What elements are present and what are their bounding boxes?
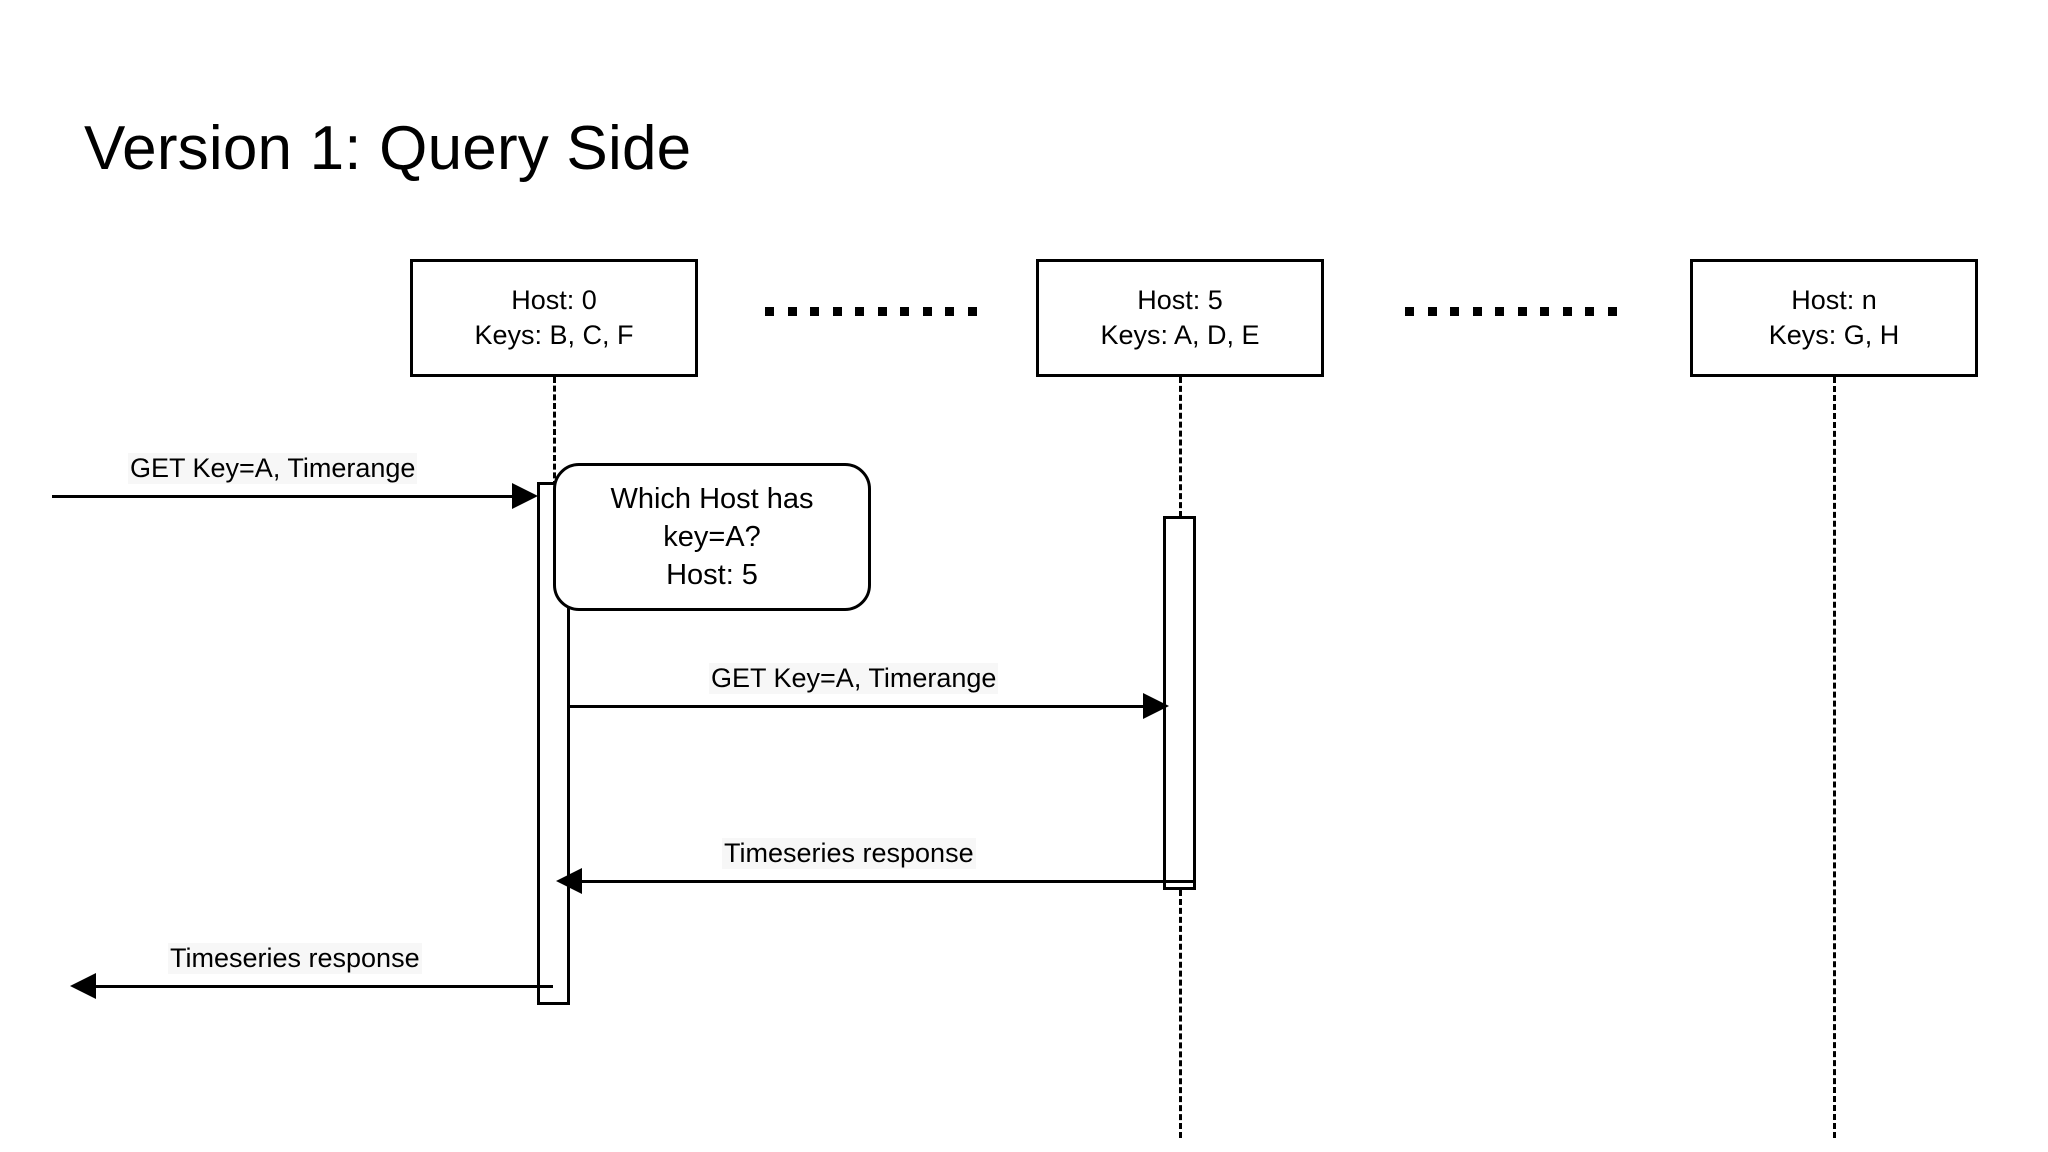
message-label-inbound-get: GET Key=A, Timerange [128,453,418,484]
ellipsis-2 [1405,306,1617,316]
ellipsis-dot [922,306,932,316]
participant-keys-host-5: Keys: A, D, E [1100,320,1260,350]
arrow-head-inner-response [556,868,582,894]
participant-box-host-5[interactable]: Host: 5 Keys: A, D, E [1036,259,1324,377]
ellipsis-dot [1562,306,1572,316]
ellipsis-dot [765,306,774,316]
participant-box-host-0[interactable]: Host: 0 Keys: B, C, F [410,259,698,377]
ellipsis-dot [900,306,910,316]
lifeline-host-5-lower [1179,890,1182,1138]
message-line-inner-response[interactable] [582,880,1196,883]
lifeline-host-n [1833,377,1836,1138]
ellipsis-dot [1427,306,1437,316]
ellipsis-dot [832,306,842,316]
ellipsis-dot [1405,306,1414,316]
ellipsis-dot [1472,306,1482,316]
message-label-outbound-response: Timeseries response [168,943,422,974]
ellipsis-dot [810,306,820,316]
ellipsis-dot [1495,306,1505,316]
participant-keys-host-0: Keys: B, C, F [474,320,634,350]
ellipsis-dot [1517,306,1527,316]
ellipsis-dot [787,306,797,316]
participant-name-host-5: Host: 5 [1137,285,1223,316]
participant-name-host-n: Host: n [1791,285,1877,316]
message-line-forward-get[interactable] [570,705,1153,708]
ellipsis-dot [945,306,955,316]
participant-box-host-n[interactable]: Host: n Keys: G, H [1690,259,1978,377]
arrow-head-inbound-get [512,483,538,509]
ellipsis-dot [855,306,865,316]
note-line-1: Which Host has [610,482,814,515]
arrow-head-outbound-response [70,973,96,999]
ellipsis-dot [1540,306,1550,316]
ellipsis-dot [877,306,887,316]
message-label-forward-get: GET Key=A, Timerange [709,663,999,694]
message-label-inner-response: Timeseries response [722,838,976,869]
participant-name-host-0: Host: 0 [511,285,597,316]
note-line-2: key=A? [663,520,761,553]
ellipsis-dot [1585,306,1595,316]
arrow-head-forward-get [1143,693,1169,719]
ellipsis-dot [1607,306,1617,316]
lifeline-host-0 [553,377,556,487]
ellipsis-1 [765,306,977,316]
page-title: Version 1: Query Side [84,114,692,183]
note-line-3: Host: 5 [666,559,758,592]
ellipsis-dot [967,306,977,316]
note-which-host[interactable]: Which Host has key=A? Host: 5 [553,463,871,611]
lifeline-host-5-upper [1179,377,1182,517]
message-line-outbound-response[interactable] [96,985,553,988]
ellipsis-dot [1450,306,1460,316]
participant-keys-host-n: Keys: G, H [1768,320,1900,350]
message-line-inbound-get[interactable] [52,495,532,498]
